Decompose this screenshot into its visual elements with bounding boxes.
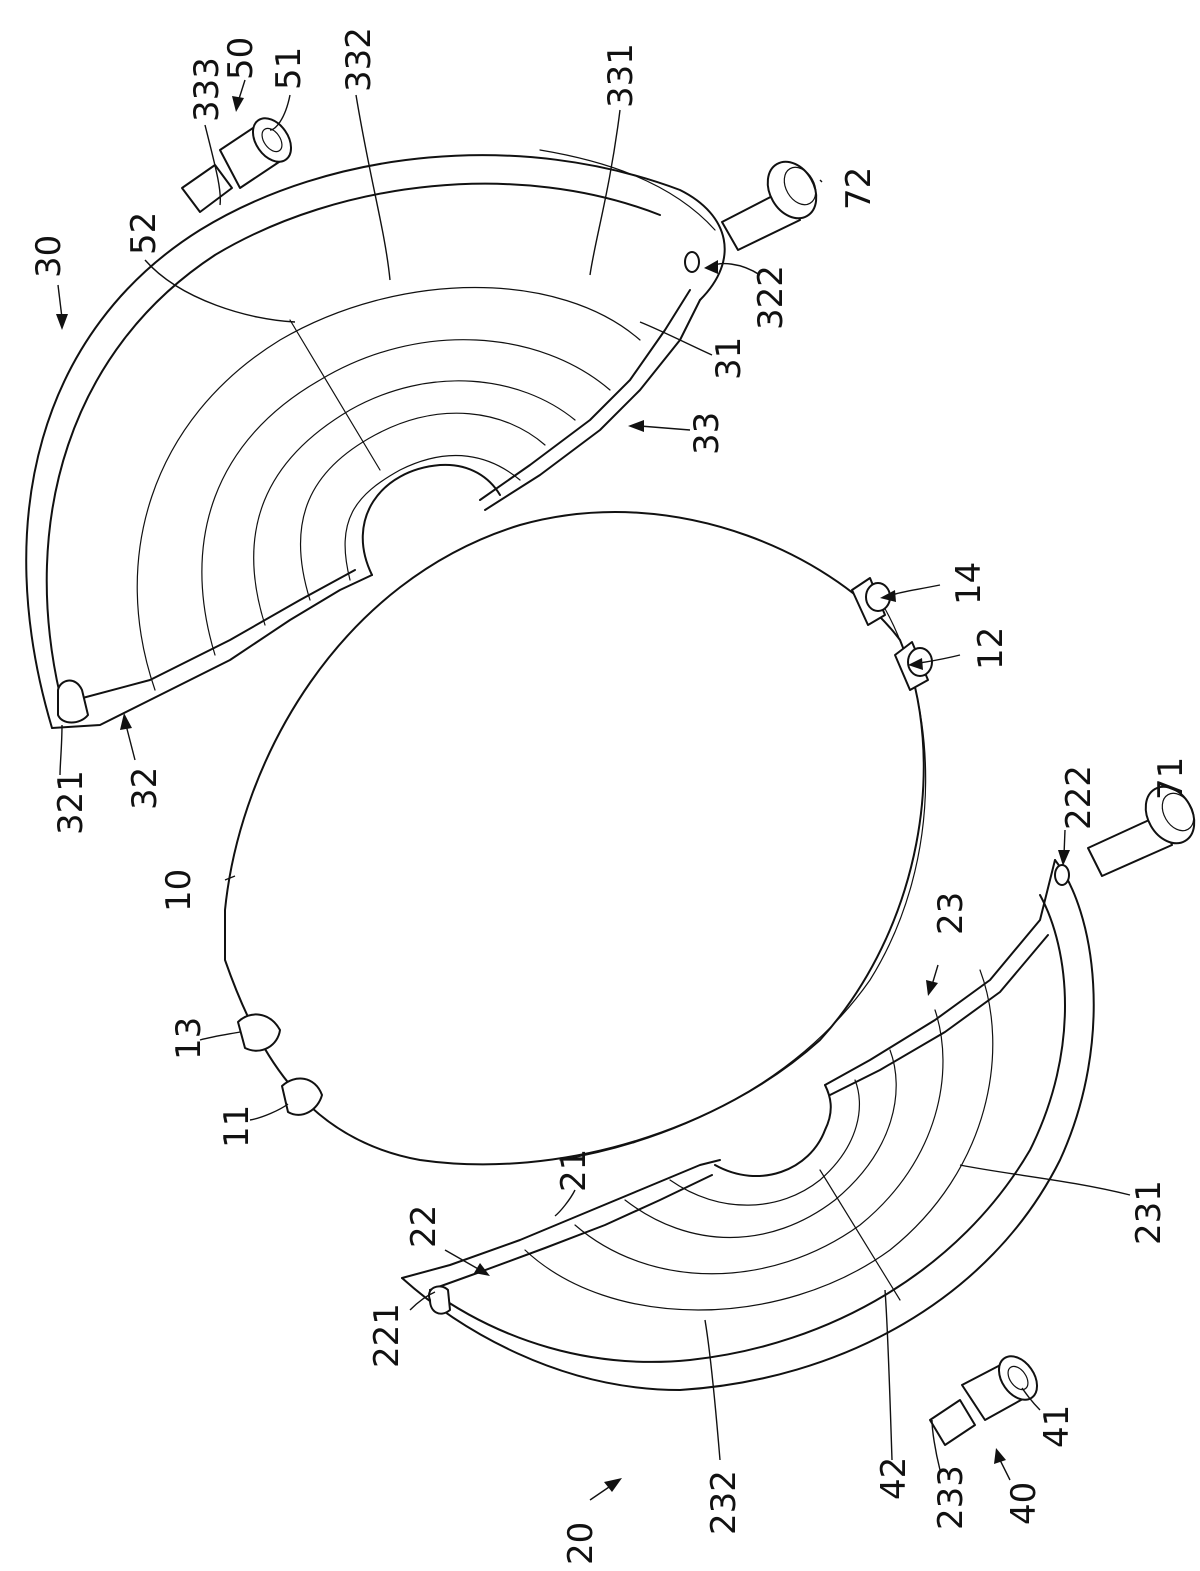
leader-lines	[56, 79, 1131, 1501]
label-22: 22	[404, 1205, 444, 1248]
label-12: 12	[971, 627, 1011, 670]
label-13: 13	[169, 1017, 209, 1060]
label-221: 221	[367, 1303, 407, 1368]
label-42: 42	[874, 1457, 914, 1500]
label-41: 41	[1037, 1405, 1077, 1448]
center-disc-10	[224, 511, 933, 1166]
label-32: 32	[125, 767, 165, 810]
label-40: 40	[1004, 1482, 1044, 1525]
label-332: 332	[339, 27, 379, 92]
label-222: 222	[1059, 765, 1099, 830]
label-30: 30	[29, 235, 69, 278]
label-231: 231	[1129, 1180, 1169, 1245]
fastener-40	[929, 1355, 1039, 1446]
label-20: 20	[561, 1522, 601, 1565]
fastener-50	[181, 117, 293, 213]
label-51: 51	[269, 47, 309, 90]
label-11: 11	[217, 1105, 257, 1148]
label-232: 232	[704, 1470, 744, 1535]
upper-shell-30	[25, 149, 726, 729]
label-33: 33	[687, 412, 727, 455]
label-333: 333	[187, 57, 227, 122]
label-72: 72	[839, 167, 879, 210]
label-10: 10	[159, 869, 199, 912]
label-21: 21	[554, 1149, 594, 1192]
label-50: 50	[221, 37, 261, 80]
label-31: 31	[709, 337, 749, 380]
label-322: 322	[751, 265, 791, 330]
label-331: 331	[601, 43, 641, 108]
label-321: 321	[51, 770, 91, 835]
label-23: 23	[931, 892, 971, 935]
label-52: 52	[124, 212, 164, 255]
pin-72	[721, 160, 818, 251]
label-14: 14	[949, 562, 989, 605]
reference-labels: 30 50 51 333 332 331 52 72 322 31 33 14 …	[29, 27, 1191, 1565]
label-71: 71	[1151, 757, 1191, 800]
lower-shell-20	[401, 859, 1095, 1391]
pin-71	[1087, 785, 1196, 877]
label-233: 233	[931, 1465, 971, 1530]
